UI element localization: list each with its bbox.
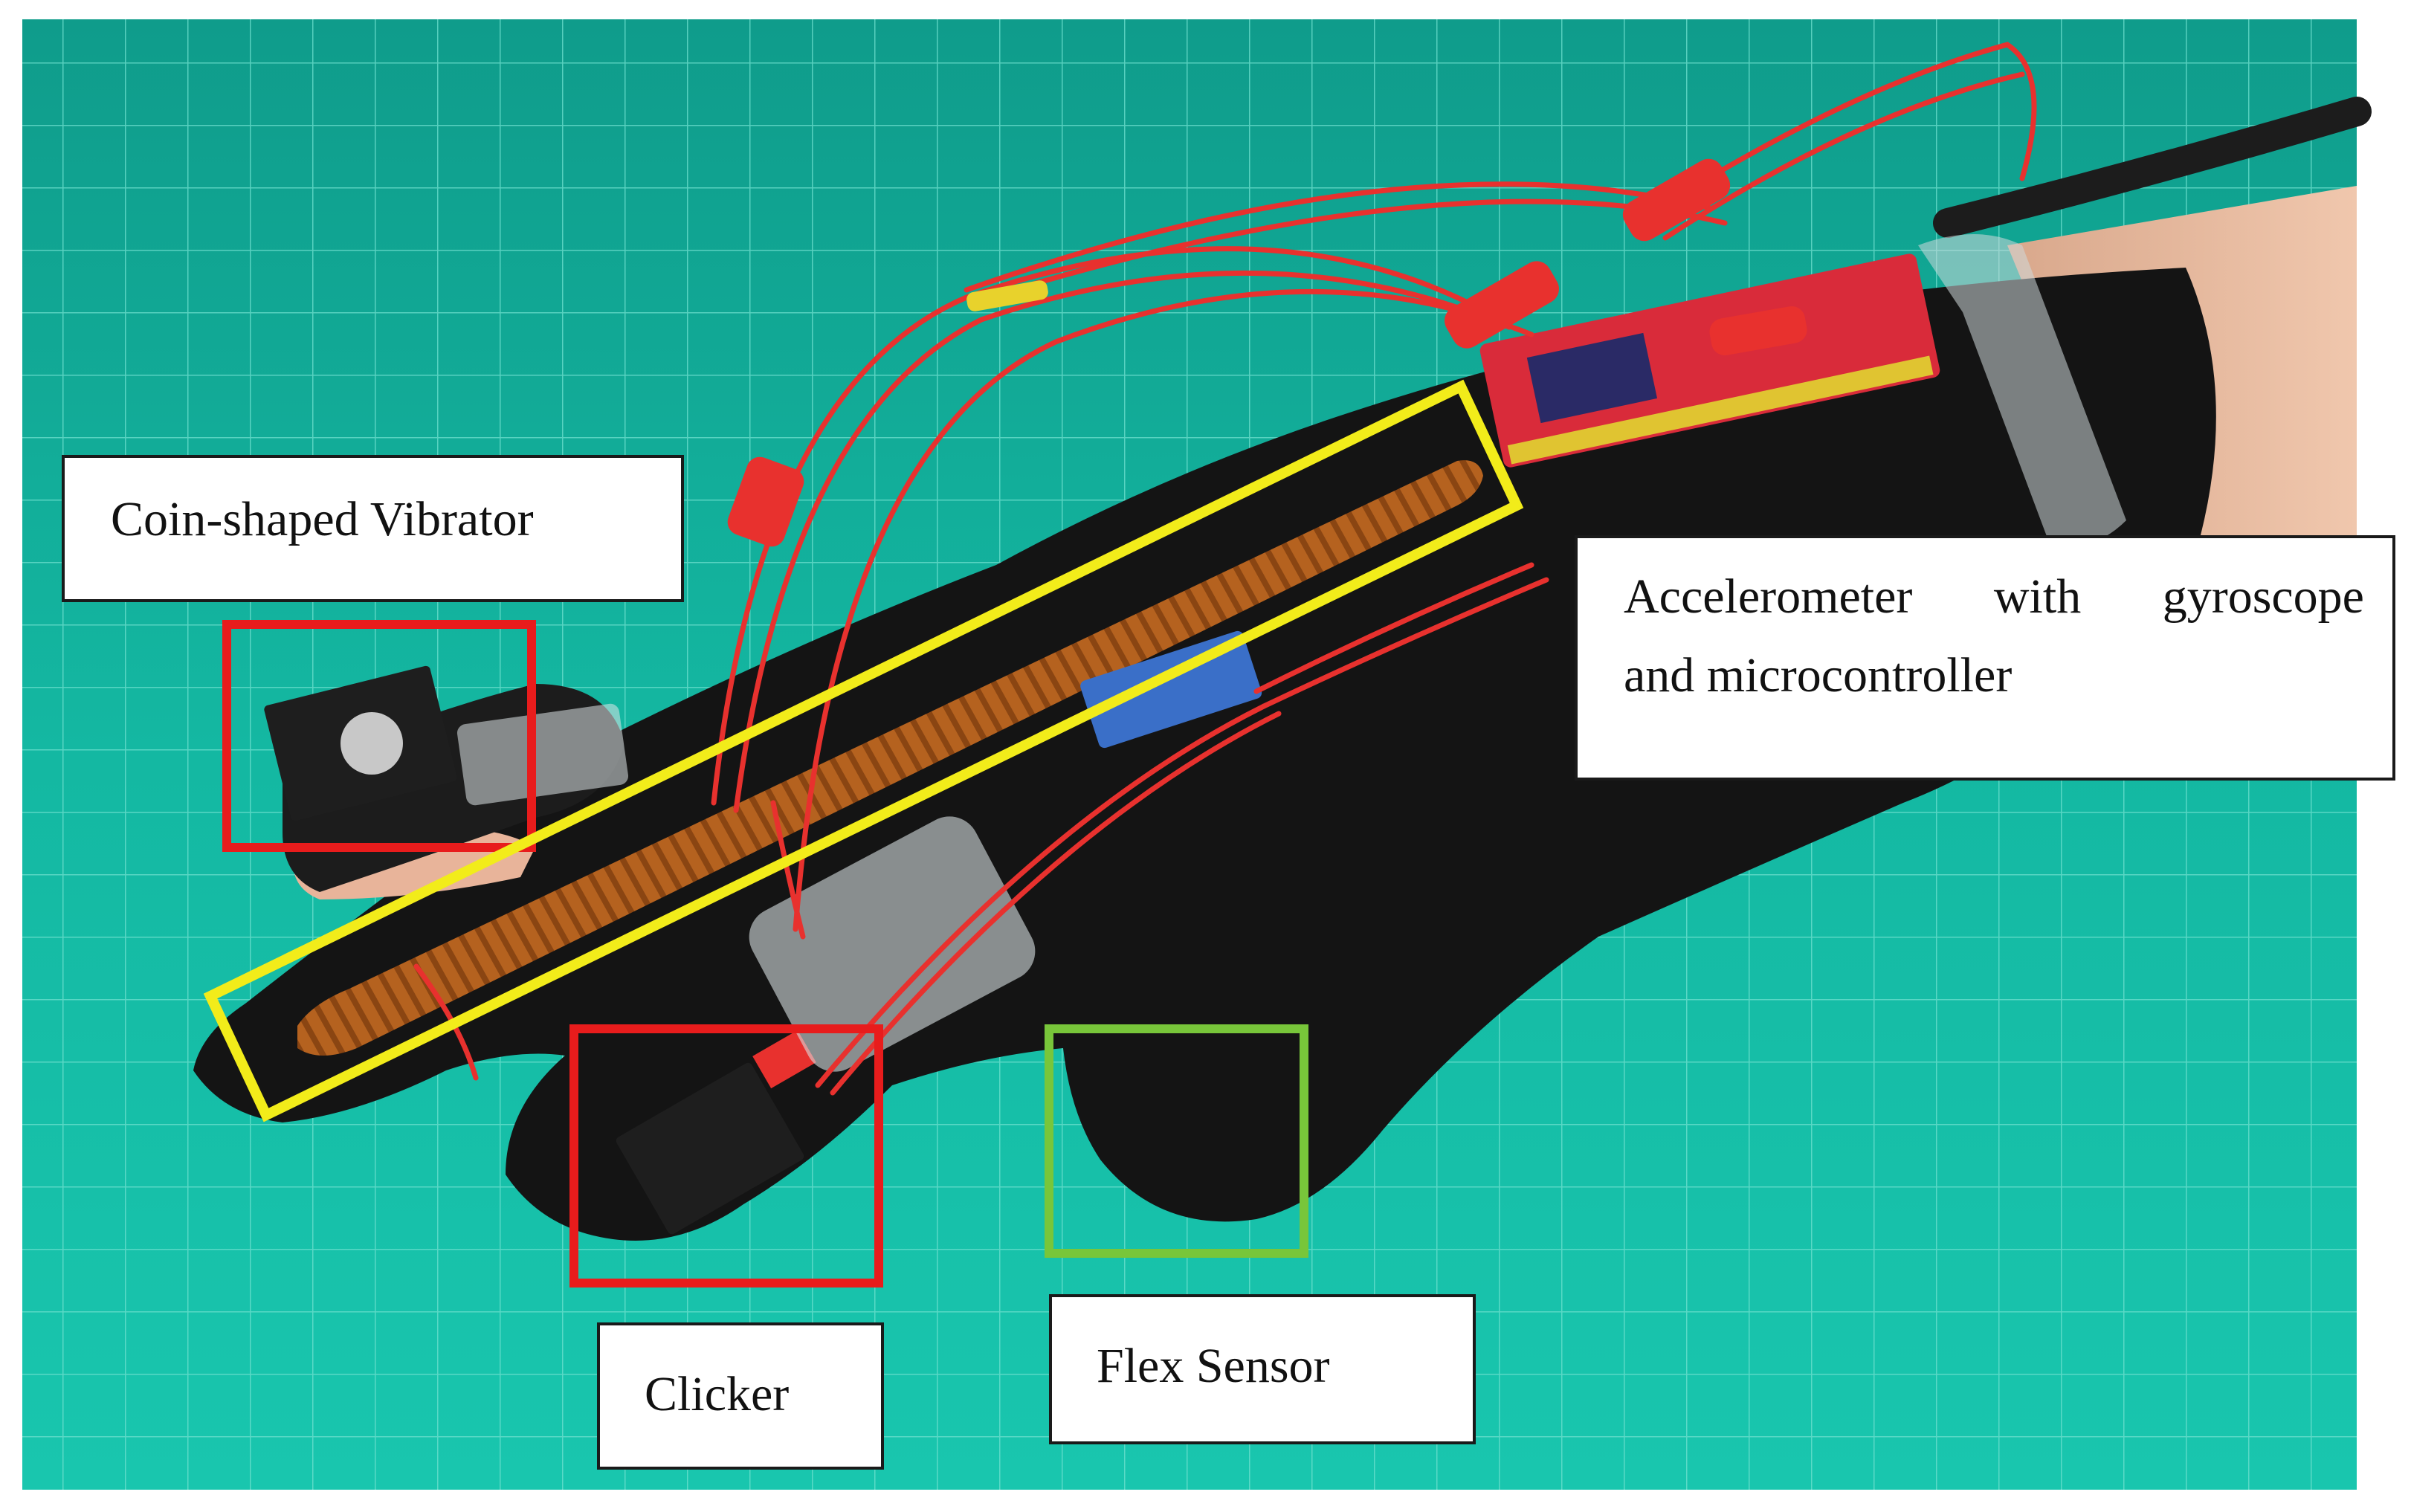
flex-sensor-strip — [297, 460, 1483, 1056]
label-accelerometer-word-2: with — [1993, 569, 2082, 624]
flex-sensor-reference-box — [1045, 1024, 1308, 1258]
label-accelerometer-word-3: gyroscope — [2162, 569, 2364, 624]
wrist-strap — [1918, 234, 2126, 550]
label-coin-shaped-vibrator: Coin-shaped Vibrator — [62, 455, 684, 602]
label-accelerometer-line2: and microcontroller — [1624, 647, 2013, 702]
label-accelerometer-word-1: Accelerometer — [1624, 569, 1913, 624]
vibrator-highlight-box — [222, 620, 536, 852]
clicker-highlight-box — [569, 1024, 883, 1288]
flex-sensor-highlight-box — [203, 379, 1524, 1122]
usb-cable — [1933, 97, 2372, 238]
label-accelerometer-line1: Accelerometer with gyroscope — [1624, 558, 2364, 636]
clicker-tape — [749, 816, 1036, 1072]
label-clicker-text: Clicker — [645, 1367, 790, 1421]
microcontroller-board — [1479, 253, 1940, 468]
wire-connectors — [727, 158, 1807, 547]
red-wires — [413, 42, 2037, 1096]
accelerometer-board — [1080, 630, 1262, 749]
label-flex-sensor-text: Flex Sensor — [1097, 1339, 1330, 1393]
wire-marker-yellow — [966, 280, 1048, 311]
label-accelerometer: Accelerometer with gyroscope and microco… — [1575, 535, 2395, 781]
label-flex-sensor: Flex Sensor — [1049, 1294, 1476, 1444]
clicker-module — [616, 1030, 816, 1235]
coin-vibrator-module — [264, 665, 457, 821]
vibrator-tape — [456, 703, 629, 806]
label-vibrator-text: Coin-shaped Vibrator — [111, 492, 534, 546]
label-clicker: Clicker — [597, 1322, 884, 1470]
